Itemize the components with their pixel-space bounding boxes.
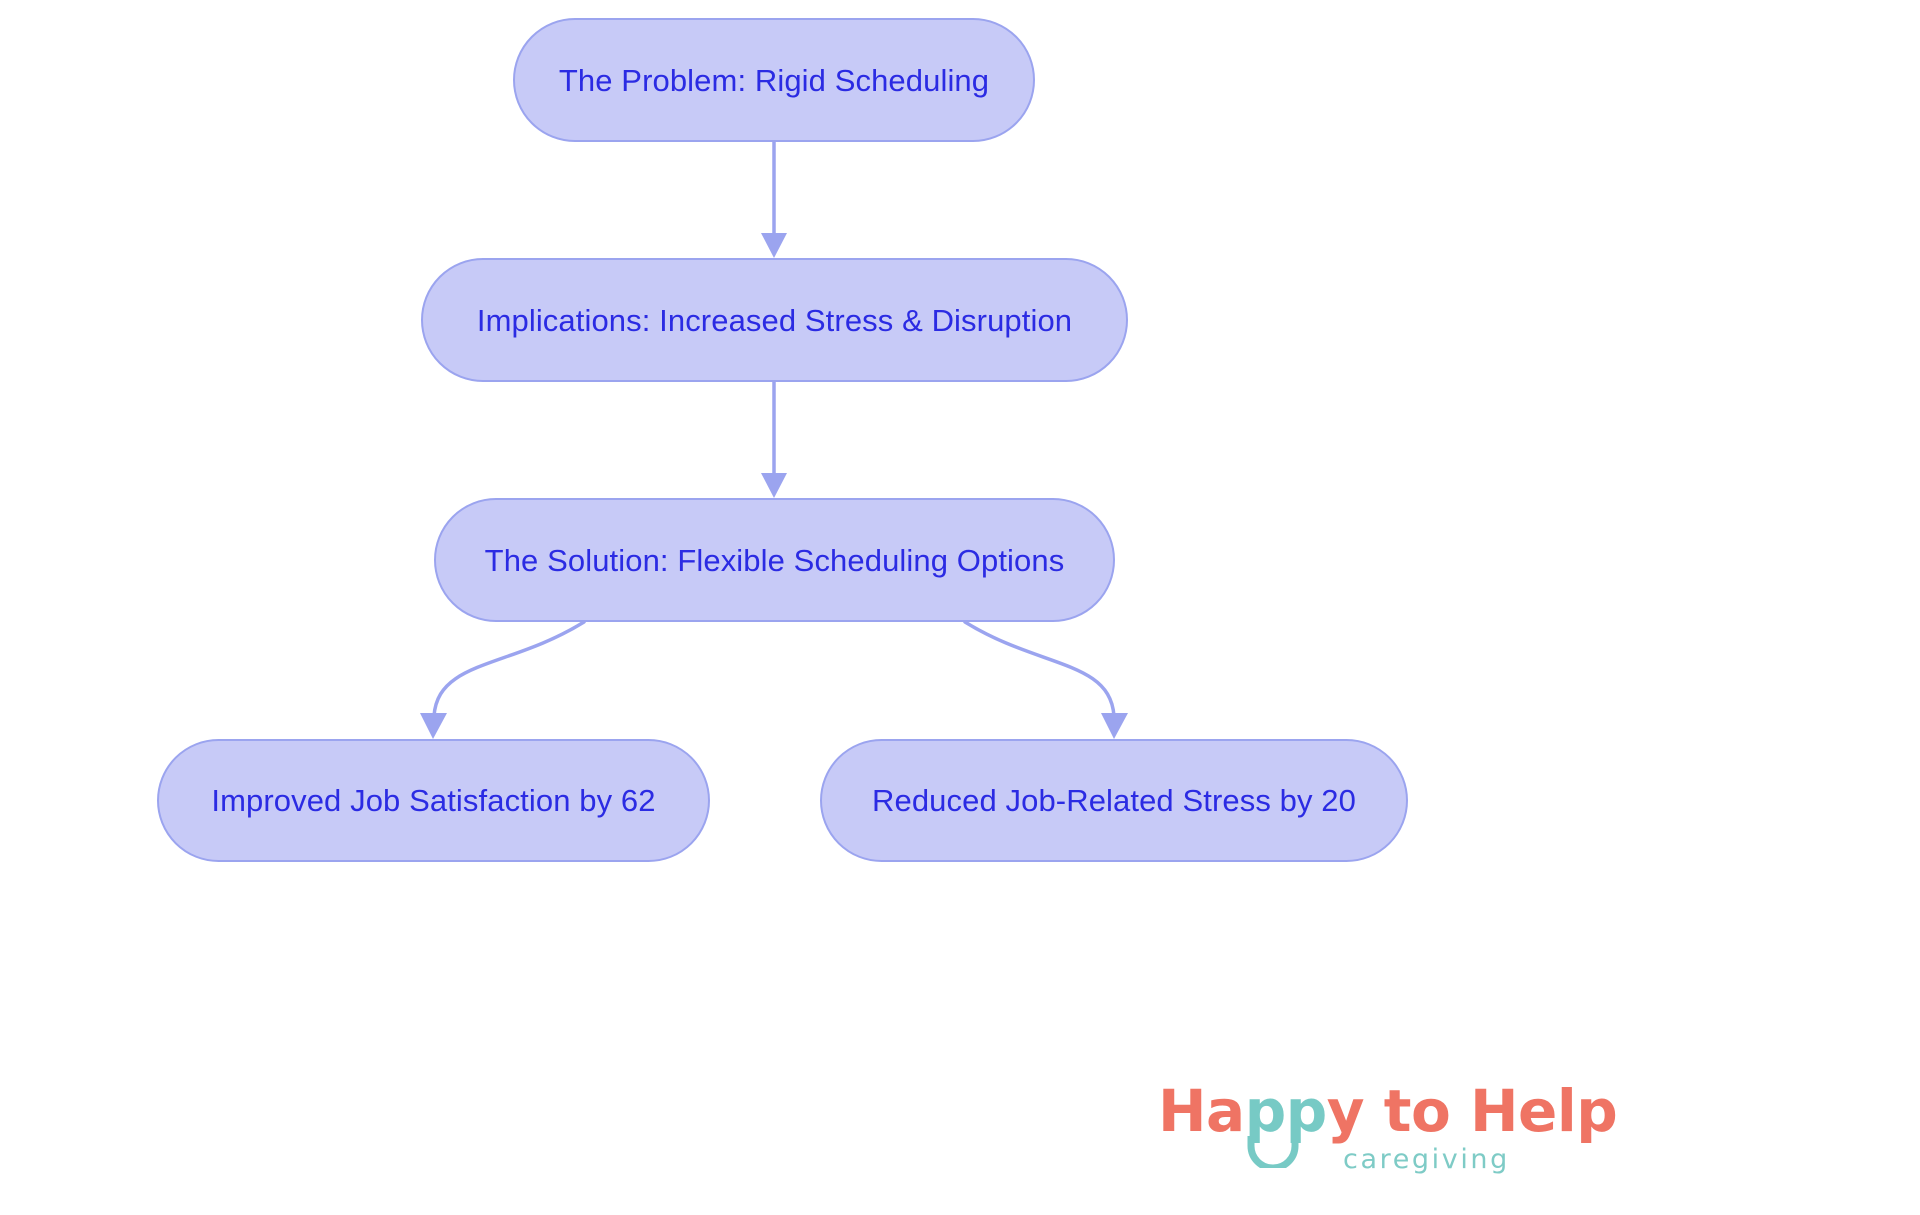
edge-solution-to-satisfaction xyxy=(420,620,586,739)
edge-problem-to-implications xyxy=(761,142,787,258)
logo-tagline: caregiving xyxy=(1343,1144,1510,1175)
logo-word-part-3: y to Help xyxy=(1326,1077,1618,1145)
logo-word-part-1: Ha xyxy=(1158,1077,1245,1145)
edge-implications-to-solution xyxy=(761,382,787,498)
node-label: The Solution: Flexible Scheduling Option… xyxy=(484,542,1065,578)
node-label: The Problem: Rigid Scheduling xyxy=(558,62,990,98)
brand-logo: Happy to Help caregiving xyxy=(1158,1082,1618,1187)
node-label: Implications: Increased Stress & Disrupt… xyxy=(476,302,1073,338)
node-the-problem[interactable]: The Problem: Rigid Scheduling xyxy=(513,18,1035,142)
smile-icon xyxy=(1247,1136,1299,1168)
edge-solution-to-stress xyxy=(963,620,1128,739)
logo-word-part-2: pp xyxy=(1244,1077,1328,1145)
node-label: Reduced Job-Related Stress by 20 xyxy=(872,783,1356,818)
node-improved-job-satisfaction[interactable]: Improved Job Satisfaction by 62 xyxy=(157,739,710,862)
node-label: Improved Job Satisfaction by 62 xyxy=(211,783,656,818)
node-implications[interactable]: Implications: Increased Stress & Disrupt… xyxy=(421,258,1128,382)
node-reduced-job-related-stress[interactable]: Reduced Job-Related Stress by 20 xyxy=(820,739,1408,862)
logo-wordmark: Happy to Help xyxy=(1158,1082,1618,1140)
node-the-solution[interactable]: The Solution: Flexible Scheduling Option… xyxy=(434,498,1115,622)
